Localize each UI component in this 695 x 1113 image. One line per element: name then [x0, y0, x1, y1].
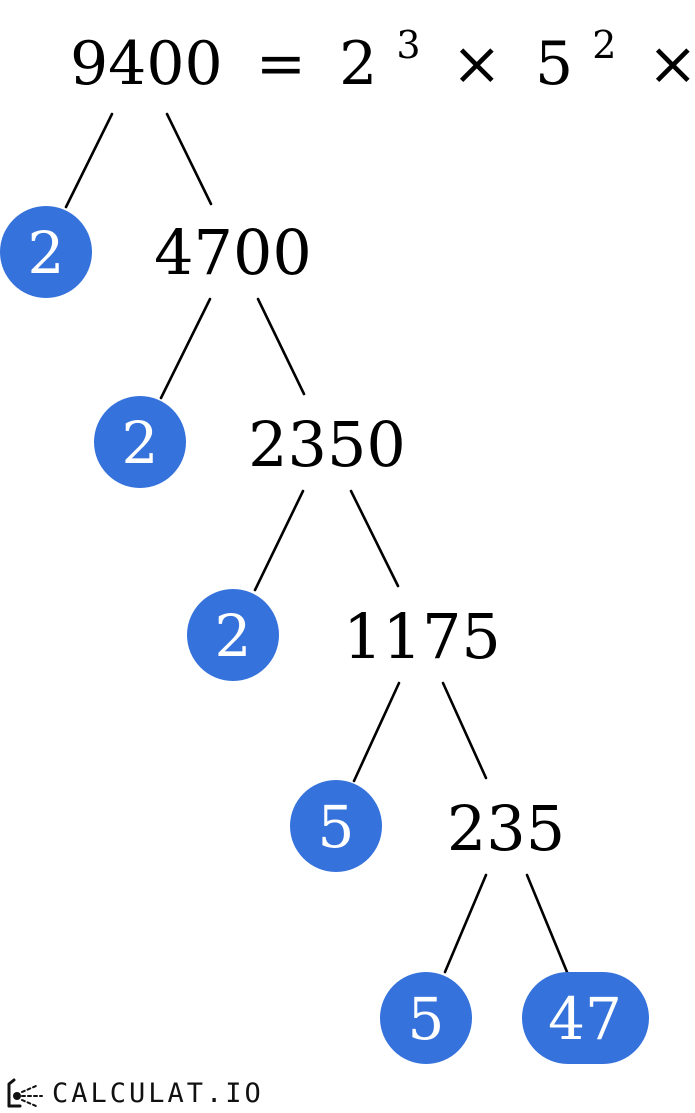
calculator-logo-icon	[7, 1078, 43, 1108]
composite-node-3: 1175	[343, 600, 501, 673]
equals-sign: =	[256, 29, 306, 99]
svg-text:2: 2	[122, 409, 159, 477]
factorization-equation: 9400 = 2 3 × 5 2 × 47	[70, 3, 695, 99]
edge-4700-left	[159, 297, 212, 400]
composite-node-4: 235	[447, 792, 565, 865]
prime-node-5: 5	[380, 972, 472, 1064]
composite-node-2: 2350	[248, 408, 406, 481]
edge-2350-left	[253, 489, 305, 592]
edge-235-right	[525, 873, 569, 974]
root-number: 9400	[70, 29, 223, 99]
edge-1175-left	[352, 681, 401, 783]
edge-235-left	[443, 873, 488, 974]
factor-base-2: 5	[535, 29, 573, 99]
times-sign-2: ×	[648, 29, 695, 99]
edge-1175-right	[441, 681, 488, 780]
factor-exponent-1: 3	[396, 23, 420, 67]
prime-node-2: 2	[94, 396, 186, 488]
prime-node-1: 2	[0, 206, 92, 298]
prime-node-6: 47	[522, 972, 649, 1064]
svg-text:2: 2	[28, 219, 65, 287]
factor-exponent-2: 2	[592, 23, 616, 67]
edge-2350-right	[349, 489, 400, 588]
svg-text:5: 5	[318, 793, 355, 861]
prime-node-4: 5	[290, 780, 382, 872]
edge-root-left	[64, 112, 114, 209]
times-sign-1: ×	[452, 29, 502, 99]
edge-root-right	[165, 112, 213, 206]
edge-4700-right	[256, 297, 306, 396]
svg-text:2: 2	[215, 602, 252, 670]
factor-base-1: 2	[339, 29, 377, 99]
svg-text:47: 47	[548, 985, 622, 1053]
svg-text:5: 5	[408, 985, 445, 1053]
composite-node-1: 4700	[154, 216, 312, 289]
prime-node-3: 2	[187, 589, 279, 681]
brand-logo: CALCULAT.IO	[6, 1076, 264, 1110]
logo-text: CALCULAT.IO	[52, 1077, 264, 1109]
